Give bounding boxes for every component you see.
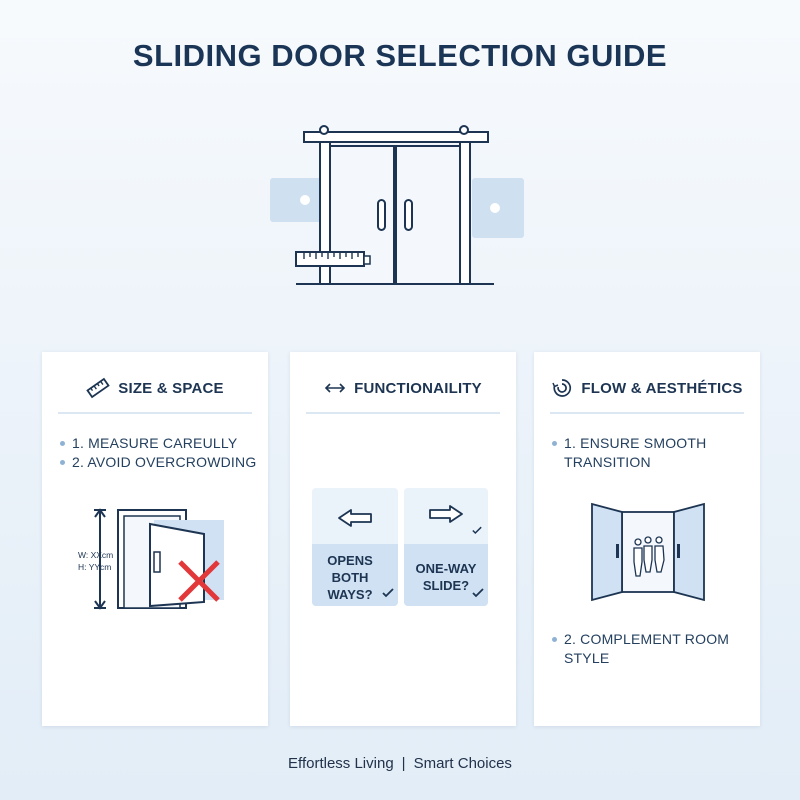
door-measure-illustration: W: XXcm H: YYcm — [78, 508, 224, 610]
sliding-door-illustration — [270, 125, 524, 285]
list-item: 2. AVOID OVERCROWDING — [60, 453, 258, 472]
checkmark-icon — [382, 588, 394, 598]
card-function-title: FUNCTIONAILITY — [354, 379, 482, 397]
option-opens-both-ways: OPENS BOTH WAYS? — [312, 488, 398, 606]
width-label: W: XXcm — [78, 550, 113, 560]
list-item: 1. ENSURE SMOOTH TRANSITION — [552, 434, 750, 472]
list-item: 1. MEASURE CAREULLY — [60, 434, 258, 453]
page-title: SLIDING DOOR SELECTION GUIDE — [132, 38, 668, 73]
double-arrow-icon — [324, 383, 346, 393]
swirl-icon — [552, 379, 572, 397]
footer-tagline: Effortless Living | Smart Choices — [0, 755, 800, 772]
height-label: H: YYcm — [78, 562, 111, 572]
option-one-way-slide: ONE-WAY SLIDE? — [404, 488, 488, 606]
footer-left: Effortless Living — [288, 755, 394, 772]
option-opens-label: OPENS BOTH WAYS? — [327, 553, 373, 602]
arrow-left-icon — [338, 509, 372, 527]
card-flow-aesthetics: FLOW & AESTHÉTICS 1. ENSURE SMOOTH TRANS… — [534, 352, 760, 726]
footer-separator: | — [401, 755, 406, 772]
card-size-header: SIZE & SPACE — [42, 376, 268, 400]
open-doors-people-illustration — [591, 502, 705, 602]
footer-right: Smart Choices — [413, 755, 512, 772]
divider — [58, 412, 252, 414]
arrow-right-icon — [429, 505, 463, 523]
card-function-header: FUNCTIONAILITY — [290, 376, 516, 400]
list-item: 2. COMPLEMENT ROOM STYLE — [552, 630, 750, 668]
checkmark-icon — [472, 588, 484, 598]
card-size-title: SIZE & SPACE — [118, 379, 224, 397]
card-flow-title: FLOW & AESTHÉTICS — [581, 379, 743, 397]
card-flow-header: FLOW & AESTHÉTICS — [534, 376, 760, 400]
flow-bullet-list-2: 2. COMPLEMENT ROOM STYLE — [552, 630, 750, 668]
size-bullet-list: 1. MEASURE CAREULLY 2. AVOID OVERCROWDIN… — [60, 434, 258, 472]
flow-bullet-list-1: 1. ENSURE SMOOTH TRANSITION — [552, 434, 750, 472]
divider — [306, 412, 500, 414]
card-size-space: SIZE & SPACE 1. MEASURE CAREULLY 2. AVOI… — [42, 352, 268, 726]
checkmark-icon — [472, 526, 482, 535]
card-functionality: FUNCTIONAILITY OPENS BOTH WAYS? ONE-WAY … — [290, 352, 516, 726]
option-one-way-label: ONE-WAY SLIDE? — [415, 561, 477, 593]
divider — [550, 412, 744, 414]
ruler-icon — [86, 377, 110, 399]
